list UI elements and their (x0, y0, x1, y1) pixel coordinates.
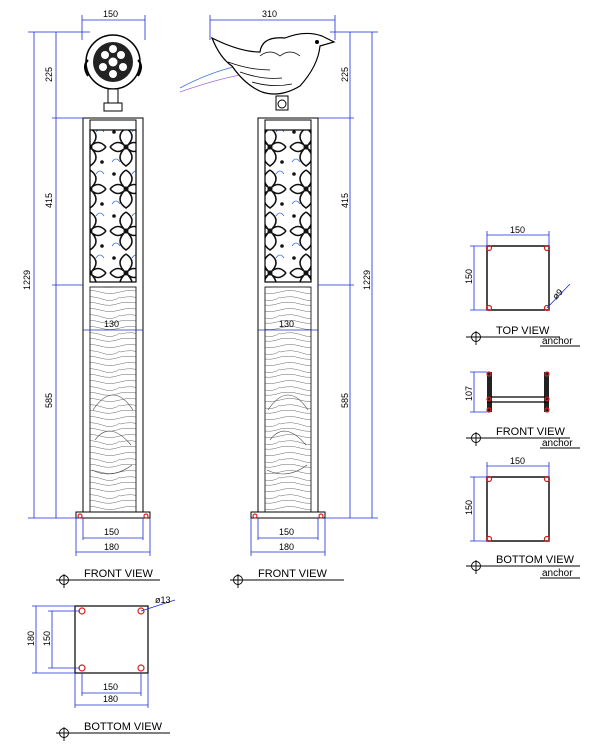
anchor-bottom-title: BOTTOM VIEW (496, 554, 575, 566)
front-base-outer: 180 (104, 542, 119, 552)
anchor-front-sub: anchor (542, 438, 573, 449)
anchor-bottom-width: 150 (510, 456, 525, 466)
bottom-width-inner: 150 (103, 682, 118, 692)
front-head-height: 225 (44, 67, 54, 82)
front-view-title: FRONT VIEW (84, 568, 153, 580)
anchor-bottom-height: 150 (464, 500, 474, 515)
bird-head (210, 32, 336, 111)
bottom-bolt-dia: ø13 (155, 595, 171, 605)
anchor-top-height: 150 (464, 269, 474, 284)
side-base-outer: 180 (279, 542, 294, 552)
anchor-bottom-sub: anchor (542, 568, 573, 579)
front-head-width: 150 (103, 9, 118, 19)
front-base-height: 585 (44, 393, 54, 408)
bottom-view: ø13 180 150 150 180 BOTTOM VIEW (26, 595, 176, 742)
side-total-height: 1229 (362, 270, 372, 290)
bottom-side-inner: 150 (42, 631, 52, 646)
front-total-height: 1229 (22, 270, 32, 290)
anchor-top-sub: anchor (542, 336, 573, 347)
front-base-inner: 150 (104, 527, 119, 537)
anchor-top-bolt: ø9 (550, 287, 565, 302)
anchor-top-title: TOP VIEW (496, 325, 550, 337)
side-post-width: 130 (279, 319, 294, 329)
anchor-front-height: 107 (464, 386, 474, 401)
side-head-width: 310 (262, 9, 277, 19)
anchor-front-title: FRONT VIEW (496, 426, 565, 438)
anchor-top-width: 150 (510, 225, 525, 235)
bottom-width-outer: 180 (103, 694, 118, 704)
side-view-title: FRONT VIEW (258, 568, 327, 580)
anchor-front-view: 107 FRONT VIEW anchor (464, 371, 580, 449)
spotlight-head (84, 34, 142, 112)
side-head-height: 225 (340, 67, 350, 82)
side-base-inner: 150 (279, 527, 294, 537)
front-view: 150 1229 225 (22, 9, 160, 589)
side-view: 310 1229 225 415 585 130 (179, 9, 378, 589)
side-base-height: 585 (340, 393, 350, 408)
bottom-view-title: BOTTOM VIEW (84, 721, 163, 733)
front-post-width: 130 (104, 319, 119, 329)
side-panel-height: 415 (340, 193, 350, 208)
anchor-top-view: 150 150 ø9 TOP VIEW anchor (464, 225, 580, 347)
front-panel-height: 415 (44, 193, 54, 208)
bottom-side-outer: 180 (26, 631, 36, 646)
anchor-bottom-view: 150 150 BOTTOM VIEW anchor (464, 456, 580, 579)
